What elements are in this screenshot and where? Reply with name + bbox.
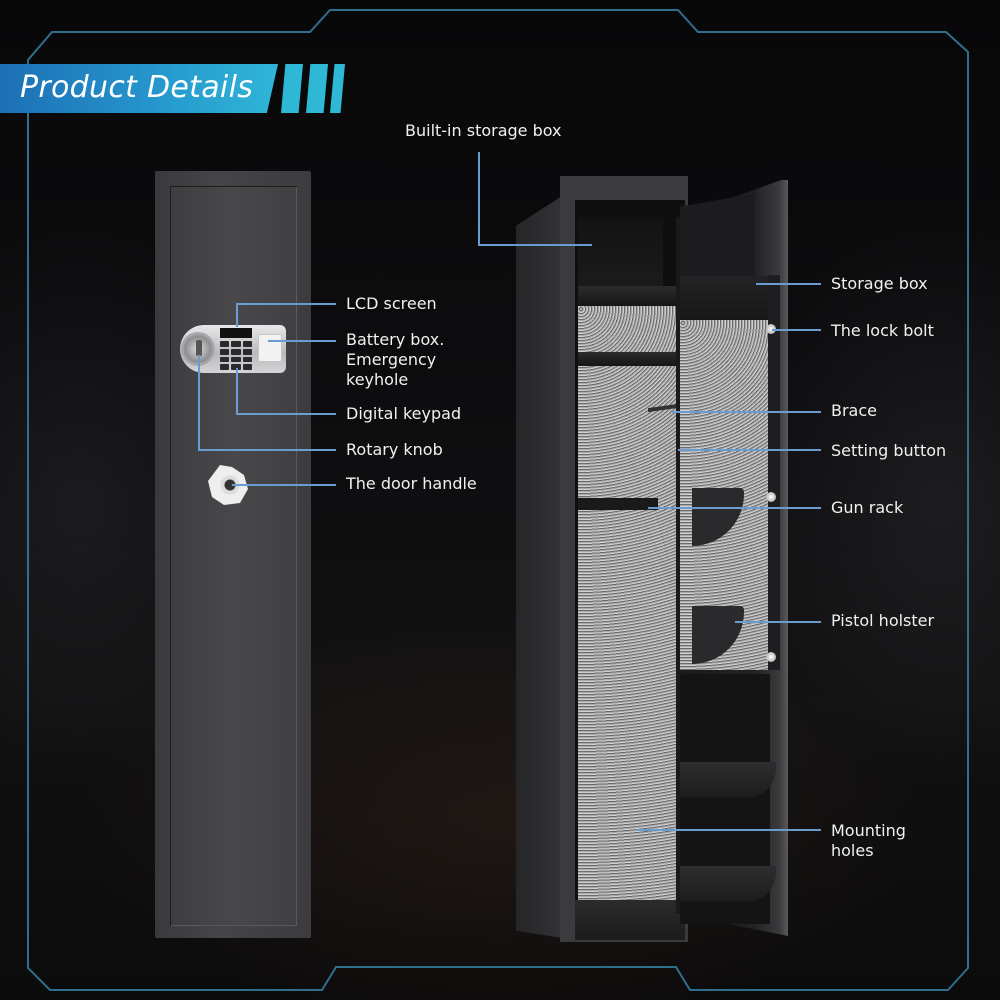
callout-pistol-holster: Pistol holster	[831, 611, 935, 630]
callout-lock-bolt: The lock bolt	[831, 321, 934, 340]
built-in-storage-box	[578, 218, 663, 288]
callout-setting-button: Setting button	[831, 441, 947, 460]
callout-line: holes	[831, 841, 874, 860]
key	[220, 364, 230, 370]
callout-line: Emergency	[346, 350, 437, 369]
felt-lining	[578, 306, 678, 911]
key	[242, 348, 252, 355]
callout-door-handle: The door handle	[346, 474, 477, 493]
leader-line	[236, 368, 238, 414]
leader-line	[636, 829, 821, 831]
key	[231, 364, 241, 370]
callout-rotary-knob: Rotary knob	[346, 440, 443, 459]
shelf	[578, 286, 678, 306]
callout-built-in-storage-box: Built-in storage box	[405, 121, 562, 140]
header-banner	[0, 64, 278, 113]
leader-line	[478, 244, 592, 246]
door-storage-pocket	[680, 276, 770, 320]
lock-bolt-icon	[766, 492, 776, 502]
lock-bolt-icon	[766, 324, 776, 334]
callout-battery-box: Battery box. Emergency keyhole	[346, 330, 444, 390]
leader-line	[478, 152, 480, 246]
callout-gun-rack: Gun rack	[831, 498, 904, 517]
battery-box-cover	[258, 334, 282, 362]
leader-line	[672, 411, 821, 413]
leader-line	[236, 303, 336, 305]
safe-floor	[575, 900, 685, 940]
callout-line: Mounting	[831, 821, 906, 840]
callout-line: Battery box.	[346, 330, 445, 349]
key	[220, 356, 230, 363]
leader-line	[198, 355, 200, 451]
callout-digital-keypad: Digital keypad	[346, 404, 462, 423]
leader-line	[232, 484, 336, 486]
lcd-screen-display	[220, 328, 252, 338]
callout-lcd-screen: LCD screen	[346, 294, 437, 313]
leader-line	[756, 283, 821, 285]
leader-line	[678, 449, 821, 451]
key	[242, 356, 252, 363]
key	[231, 341, 241, 347]
safe-side-panel	[516, 196, 562, 938]
callout-line: keyhole	[346, 370, 409, 389]
door-edge	[768, 275, 780, 670]
leader-line	[772, 329, 821, 331]
door-tray	[680, 762, 776, 798]
key	[220, 341, 230, 347]
banner-stripe	[306, 64, 328, 113]
callout-storage-box: Storage box	[831, 274, 928, 293]
callout-brace: Brace	[831, 401, 877, 420]
digital-keypad-grid	[220, 341, 252, 370]
key	[242, 364, 252, 370]
leader-line	[198, 449, 336, 451]
callout-mounting-holes: Mounting holes	[831, 821, 906, 861]
shelf	[578, 352, 678, 366]
gun-safe-closed	[155, 171, 311, 938]
leader-line	[648, 507, 821, 509]
leader-line	[236, 413, 336, 415]
gun-rack-bar	[578, 498, 658, 510]
key	[242, 341, 252, 347]
safe-door-panel	[170, 186, 297, 926]
key	[231, 356, 241, 363]
knob-grip	[196, 340, 202, 356]
door-tray	[680, 866, 776, 902]
page-title: Product Details	[20, 70, 254, 105]
key	[220, 348, 230, 355]
leader-line	[268, 340, 336, 342]
lock-bolt-icon	[766, 652, 776, 662]
banner-stripe	[281, 64, 303, 113]
key	[231, 348, 241, 355]
leader-line	[735, 621, 821, 623]
banner-stripe	[330, 64, 345, 113]
leader-line	[236, 303, 238, 327]
